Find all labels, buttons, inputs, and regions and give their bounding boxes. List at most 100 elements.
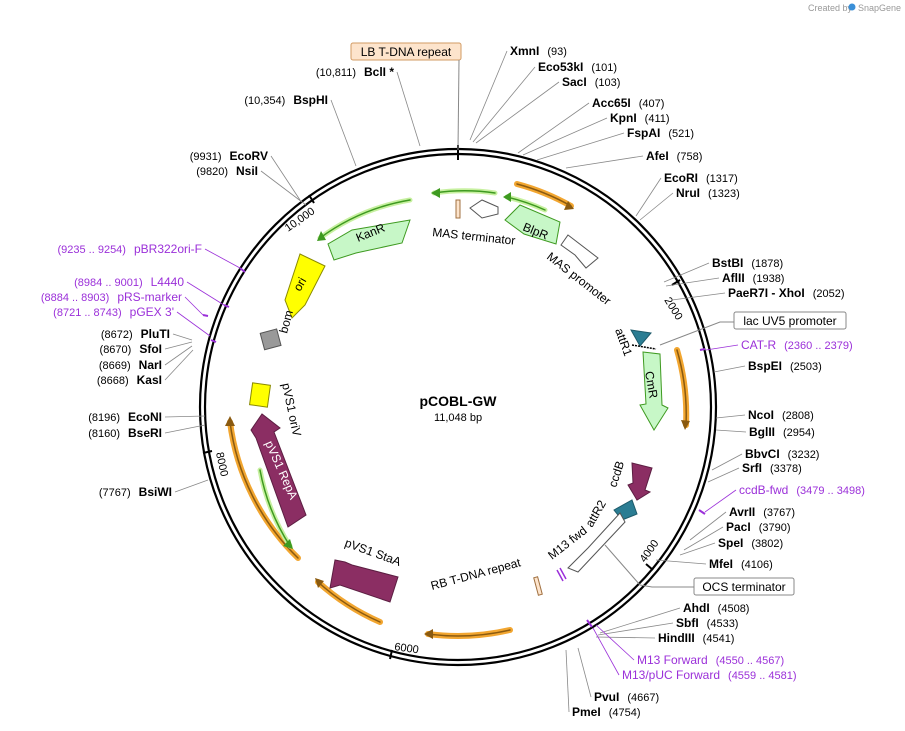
site-pos-pluti: (8672) xyxy=(101,329,133,341)
primer-mark-pgex xyxy=(210,339,217,343)
site-pos-pmei: (4754) xyxy=(609,707,641,719)
feature-label-mas-terminator: MAS terminator xyxy=(432,225,516,248)
boxed-label-ocs-leader xyxy=(604,544,694,588)
site-pos-srfi: (3378) xyxy=(770,463,802,475)
leader-avrii xyxy=(689,511,727,541)
site-name-pmei: PmeI xyxy=(572,705,601,719)
leader-ccdb-fwd xyxy=(704,489,737,513)
mas-terminator-feature xyxy=(469,199,499,219)
green-arc-4-core xyxy=(259,469,291,547)
site-name-kasi: KasI xyxy=(137,373,162,387)
leader-l4440 xyxy=(186,281,225,306)
site-name-bsphi: BspHI xyxy=(293,93,328,107)
site-label-hindiii: HindIII(4541) xyxy=(658,631,734,645)
site-pos-bglii: (2954) xyxy=(783,427,815,439)
site-acc65i: Acc65I(407) xyxy=(592,96,664,110)
credit-brand: SnapGene xyxy=(858,3,901,13)
leader-nari xyxy=(164,345,193,366)
leader-bspei xyxy=(713,365,746,373)
plasmid-length: 11,048 bp xyxy=(434,412,482,424)
site-name-pgex-3: pGEX 3' xyxy=(130,305,174,319)
boxed-labels: LB T-DNA repeat lac UV5 promoter OCS ter… xyxy=(350,42,847,596)
site-name-prs-marker: pRS-marker xyxy=(117,290,182,304)
site-label-kpni: KpnI(411) xyxy=(610,111,670,125)
primer-mark-l4440 xyxy=(223,304,230,308)
kanr-feature xyxy=(327,219,411,261)
leader-ncoi xyxy=(715,414,746,419)
boxed-label-lacuv5-bg xyxy=(733,311,847,330)
orf-arc-2-core xyxy=(676,349,687,426)
site-name-sfoi: SfoI xyxy=(139,342,162,356)
site-name-nsii: NsiI xyxy=(236,164,258,178)
site-name-kpni: KpnI xyxy=(610,111,637,125)
site-name-pbr322ori-f: pBR322ori-F xyxy=(134,242,202,256)
site-name-acc65i: Acc65I xyxy=(592,96,631,110)
green-arc-4-arrow xyxy=(283,539,293,549)
site-label-econi: (8196)EcoNI xyxy=(88,410,162,424)
site-label-paer7i-xhoi: PaeR7I - XhoI(2052) xyxy=(728,286,844,300)
pvs1-oriv-feature xyxy=(248,382,272,408)
site-bspei: BspEI(2503) xyxy=(748,359,822,373)
site-pos-ecorv: (9931) xyxy=(190,151,222,163)
orf-arc-1-arrow xyxy=(564,201,574,210)
site-m13-forward: M13 Forward(4550 .. 4567) xyxy=(637,653,784,667)
site-name-paer7i-xhoi: PaeR7I - XhoI xyxy=(728,286,805,300)
site-label-xmni: XmnI(93) xyxy=(510,44,567,58)
site-label-nsii: (9820)NsiI xyxy=(196,164,258,178)
primer-mark-prs xyxy=(202,314,209,317)
leader-ecori xyxy=(635,177,662,217)
site-paci: PacI(3790) xyxy=(726,520,790,534)
leader-afei xyxy=(565,155,644,169)
green-arc-3-arrow xyxy=(317,231,326,241)
site-avrii: AvrII(3767) xyxy=(729,505,795,519)
site-name-ecori: EcoRI xyxy=(664,171,698,185)
leader-bcli xyxy=(396,71,421,147)
site-econi: (8196)EcoNI xyxy=(88,410,162,424)
site-labels: XmnI(93)Eco53kI(101)SacI(103)Acc65I(407)… xyxy=(41,44,865,719)
site-pos-aflii: (1938) xyxy=(753,273,785,285)
leader-m13-puc-forward xyxy=(592,627,620,676)
site-name-spei: SpeI xyxy=(718,536,743,550)
leader-kasi xyxy=(164,349,194,381)
site-label-prs-marker: (8884 .. 8903)pRS-marker xyxy=(41,290,182,304)
site-mfei: MfeI(4106) xyxy=(709,557,773,571)
site-eco53ki: Eco53kI(101) xyxy=(538,60,617,74)
leader-kpni xyxy=(522,117,608,156)
site-pos-bbvci: (3232) xyxy=(788,449,820,461)
site-label-avrii: AvrII(3767) xyxy=(729,505,795,519)
site-bcli: (10,811)BclI * xyxy=(316,65,394,79)
site-name-pluti: PluTI xyxy=(141,327,170,341)
site-label-sfoi: (8670)SfoI xyxy=(100,342,162,356)
leader-bglii xyxy=(715,429,747,433)
site-fspai: FspAI(521) xyxy=(627,126,694,140)
leader-aflii xyxy=(665,277,720,287)
boxed-label-lb: LB T-DNA repeat xyxy=(361,45,452,59)
site-pos-fspai: (521) xyxy=(668,128,694,140)
orf-arc-3-arrow xyxy=(424,629,433,639)
site-label-ahdi: AhdI(4508) xyxy=(683,601,749,615)
site-label-bstbi: BstBI(1878) xyxy=(712,256,783,270)
site-label-bglii: BglII(2954) xyxy=(749,425,815,439)
site-bstbi: BstBI(1878) xyxy=(712,256,783,270)
site-nari: (8669)NarI xyxy=(99,358,162,372)
leader-paer7i-xhoi xyxy=(671,292,726,301)
primer-mark-pbr322 xyxy=(239,267,246,273)
m13-fwd-feature xyxy=(567,512,626,573)
site-m13-puc-forward: M13/pUC Forward(4559 .. 4581) xyxy=(622,668,797,682)
leader-xmni xyxy=(469,50,508,141)
site-ecorv: (9931)EcoRV xyxy=(190,149,268,163)
orf-arc-4-arrow xyxy=(315,578,324,588)
site-label-bsiwi: (7767)BsiWI xyxy=(99,485,172,499)
leader-spei xyxy=(679,542,716,556)
site-pos-bsphi: (10,354) xyxy=(244,95,285,107)
lac-uv5-feature xyxy=(631,344,657,350)
site-kpni: KpnI(411) xyxy=(610,111,670,125)
leader-bsiwi xyxy=(174,479,209,493)
site-label-ncoi: NcoI(2808) xyxy=(748,408,814,422)
site-pluti: (8672) PluTI xyxy=(101,327,170,341)
site-pos-nari: (8669) xyxy=(99,360,131,372)
site-label-pmei: PmeI (4754) xyxy=(572,705,640,719)
leader-pgex-3 xyxy=(176,311,211,337)
site-label-fspai: FspAI(521) xyxy=(627,126,694,140)
site-label-spei: SpeI(3802) xyxy=(718,536,783,550)
